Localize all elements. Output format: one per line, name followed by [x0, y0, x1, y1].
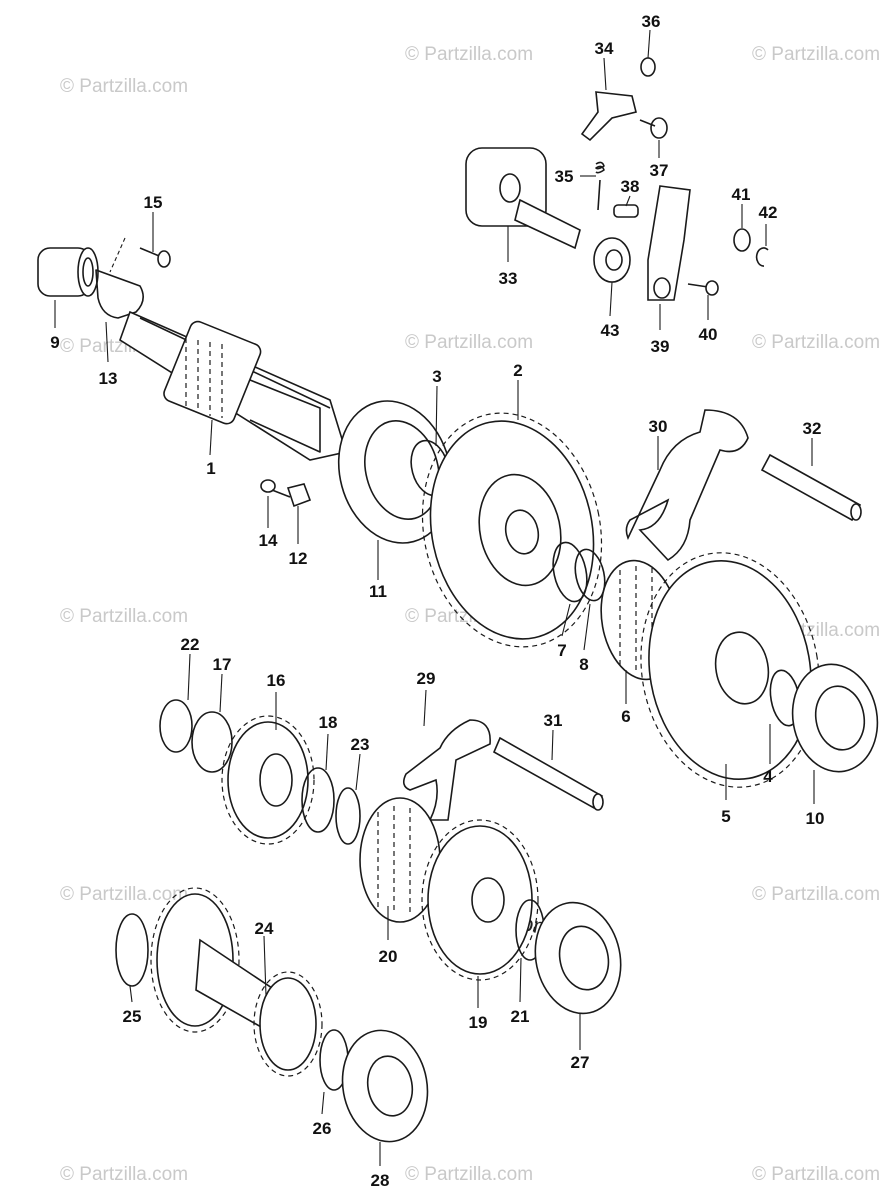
callout-28: 28	[371, 1171, 390, 1190]
callout-22: 22	[181, 635, 200, 654]
callout-38: 38	[621, 177, 640, 196]
part-43-oil-seal	[593, 237, 631, 283]
part-19-gear	[421, 819, 539, 981]
part-23-circlip	[335, 787, 361, 845]
part-7-washer	[552, 541, 588, 603]
part-16-gear	[221, 715, 315, 845]
callout-16: 16	[267, 671, 286, 690]
callout-4: 4	[763, 767, 773, 786]
part-39-shift-arm	[647, 185, 691, 301]
part-12-washer	[286, 483, 312, 508]
callout-9: 9	[50, 333, 59, 352]
part-24-countershaft	[150, 887, 323, 1077]
watermark: © Partzilla.com	[405, 1164, 533, 1185]
watermark: © Partzilla.com	[60, 606, 188, 627]
callout-37: 37	[650, 161, 669, 180]
callout-26: 26	[313, 1119, 332, 1138]
callout-21: 21	[511, 1007, 530, 1026]
part-9-bearing	[37, 247, 99, 297]
part-37-bolt	[639, 117, 668, 139]
callout-41: 41	[732, 185, 751, 204]
callout-18: 18	[319, 713, 338, 732]
callout-12: 12	[289, 549, 308, 568]
part-27-bearing	[534, 901, 622, 1015]
part-36-washer	[640, 57, 656, 77]
watermark: © Partzilla.com	[60, 884, 188, 905]
callout-15: 15	[144, 193, 163, 212]
callout-30: 30	[649, 417, 668, 436]
callout-5: 5	[721, 807, 730, 826]
callout-43: 43	[601, 321, 620, 340]
callout-33: 33	[499, 269, 518, 288]
part-34-stopper	[580, 91, 637, 142]
callout-6: 6	[621, 707, 630, 726]
callout-10: 10	[806, 809, 825, 828]
callout-34: 34	[595, 39, 614, 58]
watermark: © Partzilla.com	[752, 44, 880, 65]
leader-lines	[54, 29, 815, 1166]
part-17-bushing	[191, 711, 233, 773]
callout-35: 35	[555, 167, 574, 186]
part-2-gear	[421, 412, 603, 648]
part-25-washer	[115, 913, 149, 987]
part-15-screw	[109, 237, 171, 273]
watermark: © Partzilla.com	[60, 1164, 188, 1185]
callout-29: 29	[417, 669, 436, 688]
part-28-bearing	[341, 1029, 429, 1143]
watermark: © Partzilla.com	[752, 332, 880, 353]
part-32-fork-shaft	[760, 453, 862, 522]
part-18-washer	[301, 767, 335, 833]
callout-1: 1	[206, 459, 215, 478]
part-22-washer	[159, 699, 193, 753]
callout-14: 14	[259, 531, 278, 550]
part-8-circlip	[574, 548, 606, 602]
watermark: © Partzilla.com	[752, 884, 880, 905]
callout-25: 25	[123, 1007, 142, 1026]
watermark: © Partzilla.com	[752, 1164, 880, 1185]
part-10-bearing	[791, 663, 879, 773]
callout-40: 40	[699, 325, 718, 344]
callout-20: 20	[379, 947, 398, 966]
watermark: © Partzilla.com	[405, 44, 533, 65]
part-42-clip	[755, 247, 769, 267]
part-29-shift-fork	[402, 719, 491, 821]
part-35-spring	[595, 161, 605, 211]
callouts: 1 2 3 4 5 6 7 8 9 10 11 12 13 14 15 16 1…	[50, 12, 824, 1190]
part-13-retainer	[95, 269, 144, 319]
callout-13: 13	[99, 369, 118, 388]
part-38-pin	[613, 204, 639, 218]
callout-23: 23	[351, 735, 370, 754]
callout-8: 8	[579, 655, 588, 674]
watermark: © Partzilla.com	[405, 332, 533, 353]
callout-24: 24	[255, 919, 274, 938]
callout-36: 36	[642, 12, 661, 31]
callout-31: 31	[544, 711, 563, 730]
watermark: © Partzilla.com	[60, 76, 188, 97]
part-33-shift-drum	[465, 147, 581, 250]
callout-7: 7	[557, 641, 566, 660]
callout-2: 2	[513, 361, 522, 380]
part-40-bolt	[687, 280, 719, 296]
part-31-fork-shaft	[492, 736, 604, 811]
callout-11: 11	[369, 582, 387, 601]
callout-27: 27	[571, 1053, 590, 1072]
callout-39: 39	[651, 337, 670, 356]
part-41-washer	[733, 228, 751, 252]
part-1-shaft	[119, 310, 348, 461]
part-30-shift-fork	[625, 409, 749, 562]
callout-17: 17	[213, 655, 232, 674]
callout-3: 3	[432, 367, 441, 386]
callout-19: 19	[469, 1013, 488, 1032]
callout-32: 32	[803, 419, 822, 438]
part-14-screw	[260, 479, 291, 498]
callout-42: 42	[759, 203, 778, 222]
